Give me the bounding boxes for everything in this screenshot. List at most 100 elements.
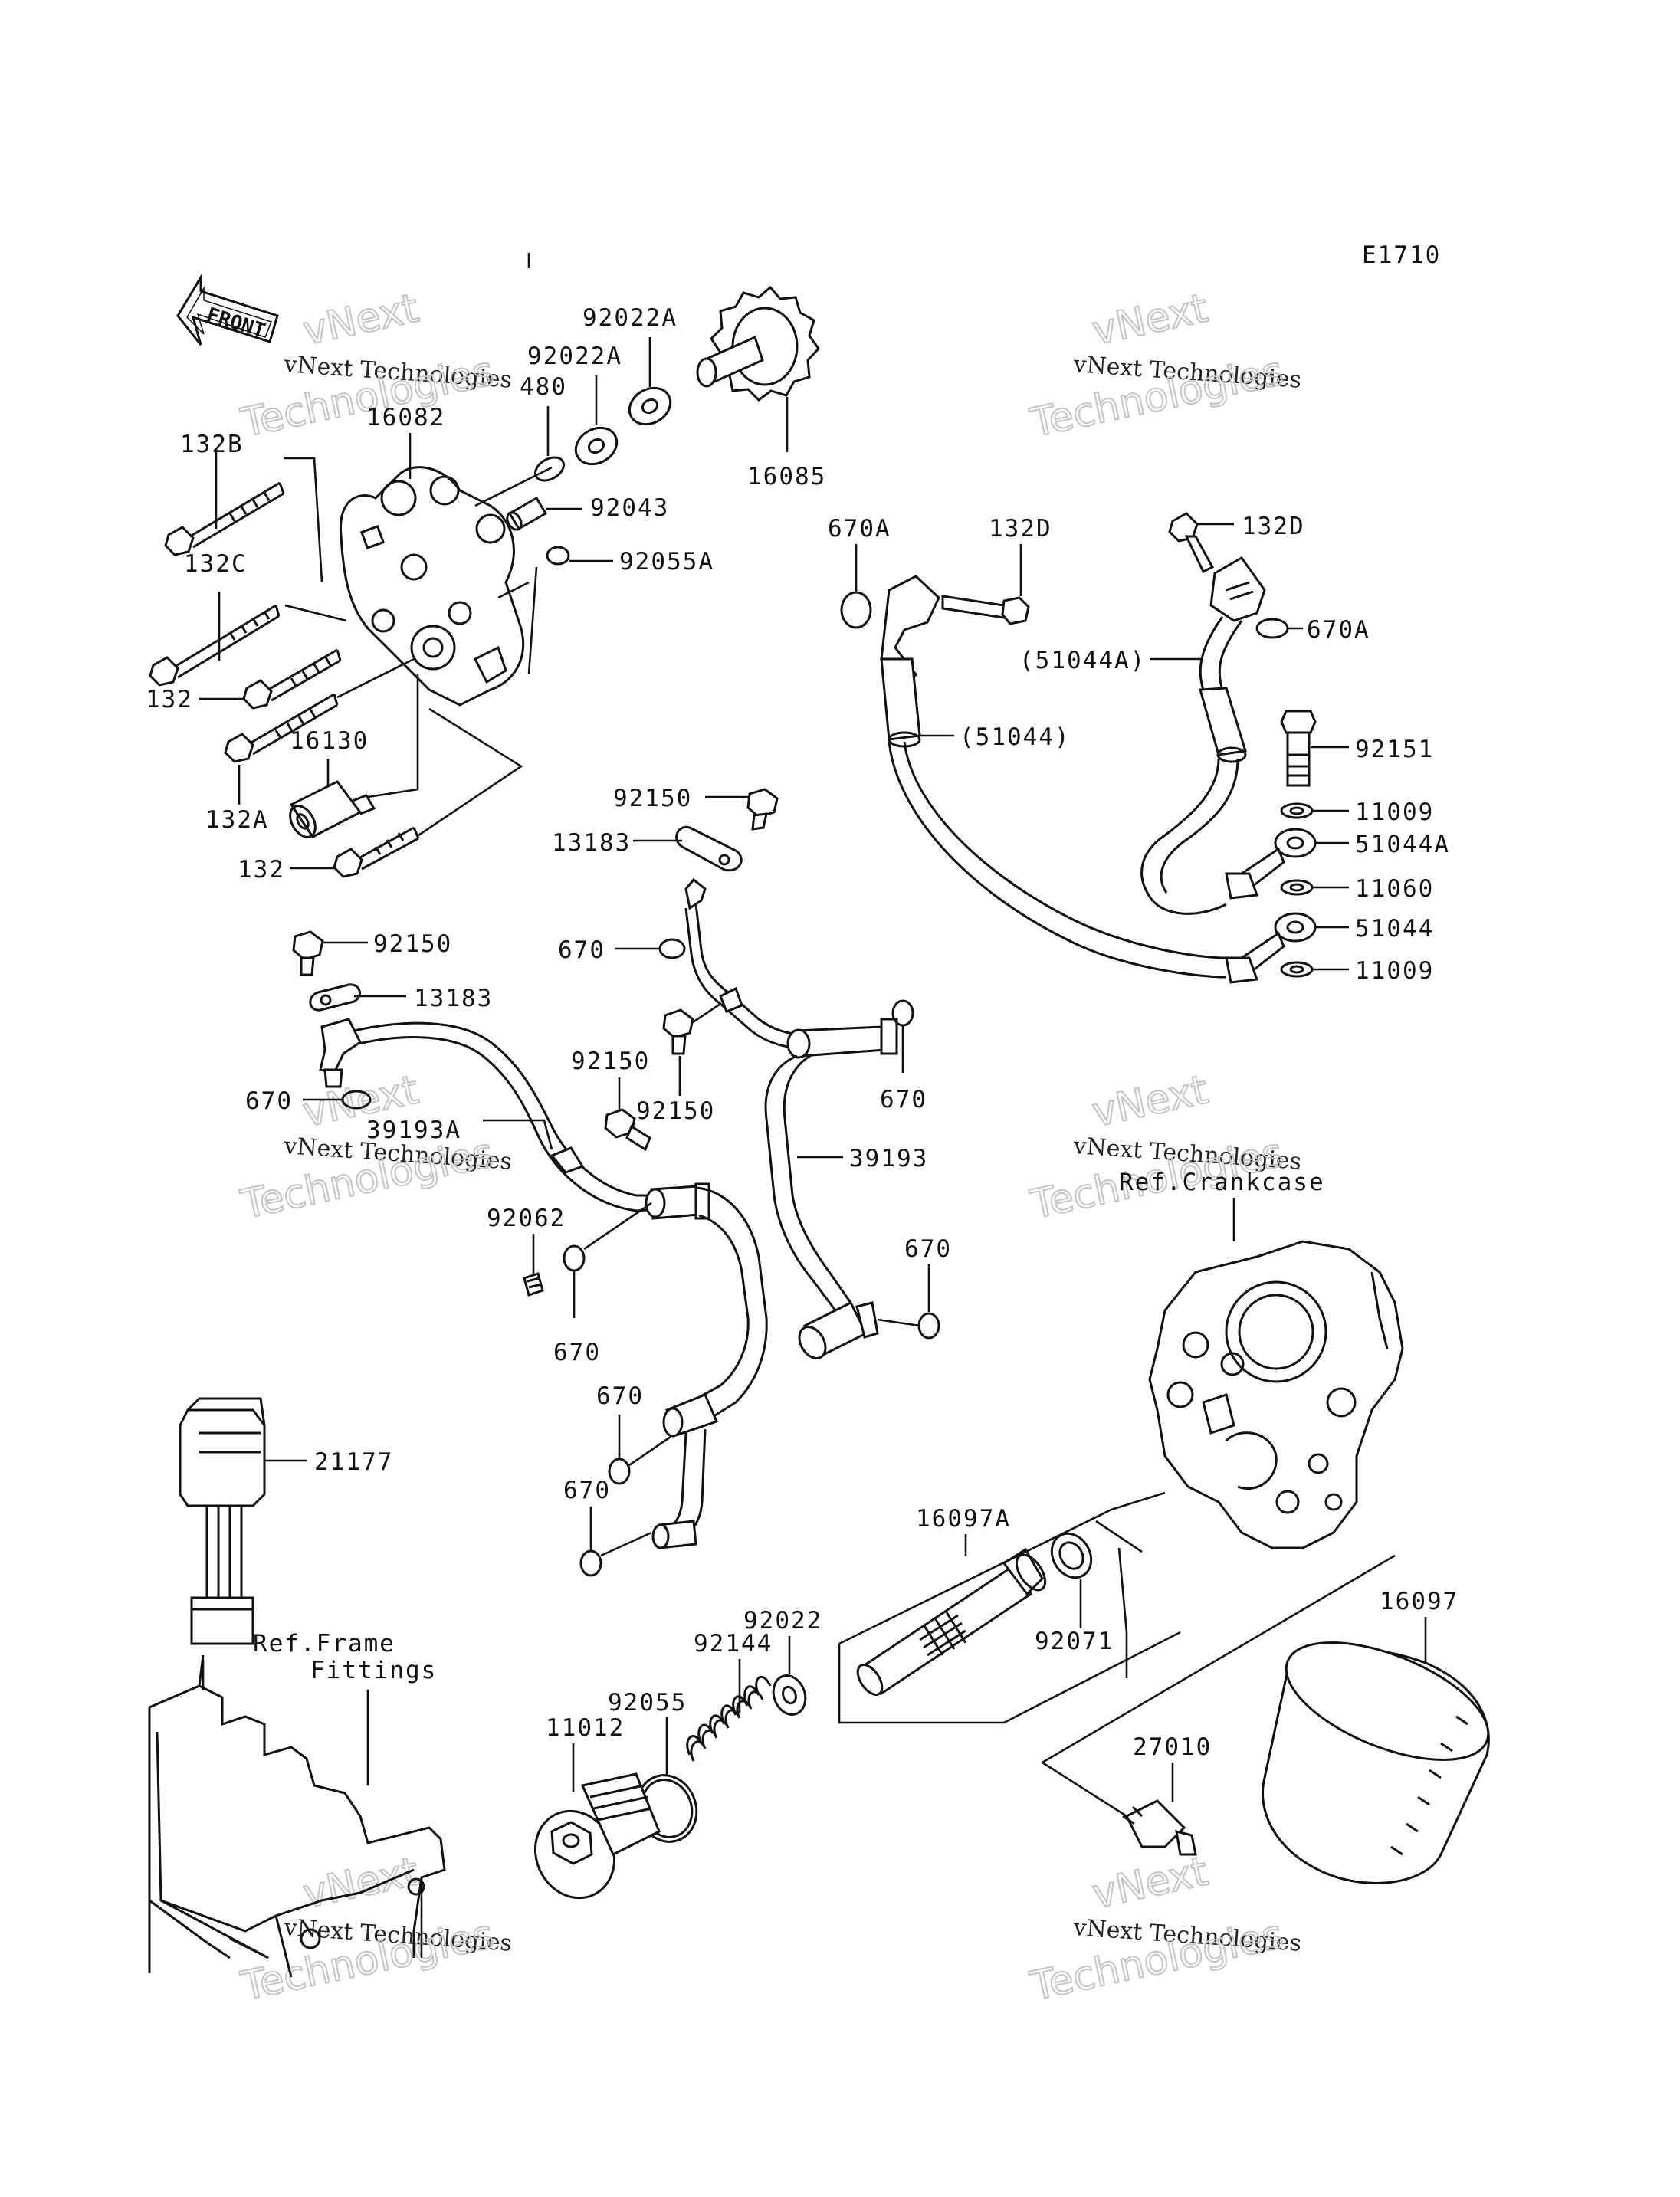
label-11009: 11009	[1355, 798, 1434, 826]
bolt-132D-icon	[941, 595, 1030, 625]
label-670A-2: 670A	[1307, 616, 1370, 644]
label-16097: 16097	[1380, 1588, 1459, 1615]
oring-670-mid-icon	[563, 1244, 586, 1272]
label-92150-2: 92150	[373, 930, 452, 958]
label-16082: 16082	[366, 404, 445, 431]
label-132: 132	[146, 686, 193, 713]
seal-92071-icon	[1050, 1532, 1093, 1579]
bolt-92150-left-center-icon	[604, 1108, 651, 1152]
watermark-vnext: vNext	[1088, 1848, 1212, 1917]
label-132A: 132A	[205, 806, 269, 834]
strainer-16097A-icon	[856, 1547, 1047, 1696]
banjo-bolt-92151-icon	[1280, 710, 1317, 787]
bolt-132B-icon	[164, 481, 285, 556]
label-670-6: 670	[596, 1382, 644, 1410]
circlip-480-icon	[534, 456, 565, 482]
pipe-39193A-icon	[319, 1018, 768, 1549]
label-51044: 51044	[1355, 915, 1434, 943]
diagram-code: E1710	[1362, 241, 1441, 269]
pipe-39193-icon	[684, 877, 898, 1359]
oil-pump-assembly	[339, 466, 525, 707]
washer-11060-icon	[1280, 879, 1314, 896]
label-132D-2: 132D	[1242, 513, 1305, 540]
banjo-51044-icon	[1225, 912, 1317, 984]
washer-92022A-upper-icon	[628, 386, 672, 426]
oring-670-right-icon	[891, 999, 914, 1027]
plug-92062-icon	[523, 1272, 544, 1297]
label-92062: 92062	[487, 1205, 566, 1232]
ref-frame: Ref.Frame	[253, 1630, 395, 1658]
label-92055: 92055	[608, 1689, 687, 1717]
washer-92022-icon	[772, 1674, 807, 1716]
oring-670-icon	[658, 938, 686, 959]
label-11009-2: 11009	[1355, 957, 1434, 985]
label-132B: 132B	[180, 431, 244, 458]
oring-670-lower-icon	[608, 1458, 631, 1485]
label-92150-4: 92150	[636, 1097, 715, 1125]
bolt-92150-center-icon	[662, 1008, 694, 1055]
plate-13183-icon	[675, 825, 743, 872]
label-670-4: 670	[553, 1339, 601, 1366]
label-13183-2: 13183	[414, 985, 493, 1012]
washer-92022A-icon	[574, 426, 619, 466]
reference-labels: Ref.Crankcase Ref.Frame Fittings	[253, 1169, 1324, 1684]
hose-51044A	[1140, 758, 1227, 915]
oil-filter-16097-icon	[1262, 1641, 1490, 1884]
label-92151: 92151	[1355, 736, 1434, 763]
label-92022A-2: 92022A	[527, 343, 622, 370]
oring-670A-icon	[840, 591, 872, 629]
label-21177: 21177	[314, 1448, 393, 1476]
label-16130: 16130	[290, 727, 369, 755]
label-132D: 132D	[989, 515, 1052, 543]
oring-670-bottom-icon	[579, 1549, 602, 1577]
watermark-top-right: vNext vNext Technologies Technologies	[1025, 284, 1302, 447]
relay-21177-icon	[179, 1397, 266, 1645]
bolt-132-icon	[242, 648, 342, 710]
plate-13183-left-icon	[309, 983, 361, 1012]
switch-27010-icon	[1122, 1799, 1197, 1856]
label-132-lower: 132	[238, 856, 285, 884]
label-670-7: 670	[563, 1477, 611, 1504]
label-11012: 11012	[546, 1714, 625, 1742]
plug-11012-icon	[533, 1772, 661, 1900]
label-132C: 132C	[184, 550, 248, 578]
bolt-132D-upper-icon	[1168, 512, 1215, 574]
label-92022A: 92022A	[582, 304, 678, 332]
crankcase-outline	[1148, 1240, 1404, 1549]
watermark-vnext: vNext	[1088, 1067, 1212, 1136]
label-670A: 670A	[828, 515, 891, 543]
part-labels: 92022A 92022A 480 16082 132B 92043 92055…	[146, 304, 1459, 1761]
label-51044-hose: (51044)	[960, 723, 1071, 751]
bolt-132C-icon	[149, 604, 281, 687]
label-670-2: 670	[245, 1087, 293, 1115]
hose-fitting-51044-icon	[880, 575, 940, 748]
label-11060: 11060	[1355, 875, 1434, 903]
banjo-51044A-icon	[1225, 828, 1317, 900]
oring-670A-upper-icon	[1255, 618, 1289, 639]
washer-11009-icon	[1280, 802, 1314, 819]
washer-11009-lower-icon	[1280, 961, 1314, 978]
label-51044A-hose: (51044A)	[1019, 647, 1146, 674]
label-92150-3: 92150	[571, 1048, 650, 1075]
label-92055A: 92055A	[619, 548, 714, 575]
label-51044A: 51044A	[1355, 831, 1450, 858]
hose-51044	[903, 741, 1227, 959]
spring-92144-icon	[686, 1675, 772, 1762]
label-92071: 92071	[1035, 1628, 1114, 1655]
bolt-132A-icon	[224, 693, 339, 763]
front-arrow-icon: FRONT	[176, 273, 279, 346]
watermark-vnext: vNext	[1088, 285, 1212, 354]
label-670-3: 670	[880, 1086, 927, 1113]
label-16097A: 16097A	[916, 1505, 1011, 1533]
watermark-bottom-right: vNext vNext Technologies Technologies	[1025, 1848, 1302, 2010]
label-670: 670	[558, 936, 605, 964]
gear-16085-icon	[696, 285, 820, 402]
hose-fitting-51044A-icon	[1199, 556, 1266, 763]
label-92043: 92043	[590, 494, 669, 522]
label-92150: 92150	[613, 785, 692, 812]
bolt-132-lower-icon	[333, 826, 420, 878]
label-670-5: 670	[904, 1235, 952, 1263]
label-92144: 92144	[694, 1630, 773, 1658]
label-92022: 92022	[743, 1607, 822, 1635]
